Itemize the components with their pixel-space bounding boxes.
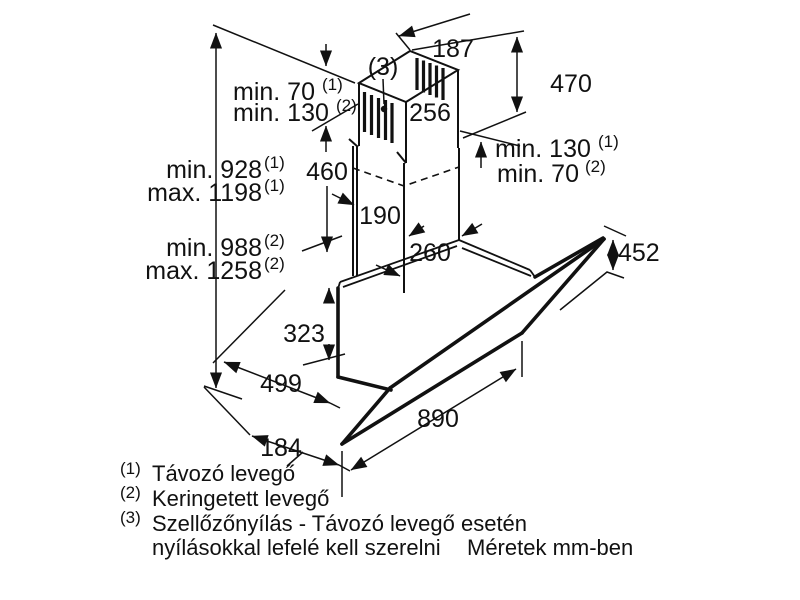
dim-499-witness — [212, 289, 286, 364]
dim-470-top-witness — [411, 30, 525, 51]
dim-187-label: 187 — [432, 35, 474, 63]
dim-890-line — [350, 368, 517, 471]
ceiling-gap-label-2: min. 130 — [233, 99, 329, 127]
dim-256-label: 256 — [409, 99, 451, 127]
ceiling-gap-label-1: min. 70 — [233, 78, 315, 106]
footnote-leader — [286, 451, 304, 467]
dim-452-label: 452 — [618, 239, 660, 267]
flue-top-witness — [311, 103, 359, 132]
dim-890-label: 890 — [417, 405, 459, 433]
dim-499-overrun — [329, 402, 341, 409]
vent-label-leader — [382, 78, 385, 105]
glass-panel — [340, 237, 606, 446]
dim-460-label: 460 — [306, 158, 348, 186]
dim-452-top-witness — [603, 225, 627, 237]
flue-lower-left-bevel — [348, 138, 359, 148]
flue-telescope-joint — [352, 166, 460, 187]
right-gap-label-1: min. 130 — [495, 135, 591, 163]
dim-499-line — [223, 361, 331, 404]
dim-184-overrun — [338, 464, 351, 472]
dim-187-line — [398, 13, 471, 38]
dim-190-leader-a — [331, 192, 355, 206]
ceiling-line — [212, 24, 356, 84]
dim-260-leader-a — [408, 222, 426, 237]
dim-184-line — [251, 435, 340, 466]
right-gap-label-2: min. 70 — [497, 160, 579, 188]
top-plate-front-edge-lower — [342, 245, 458, 288]
flue-lower-front-bevel — [396, 151, 407, 164]
right-gap-sup-1: (1) — [598, 132, 619, 151]
vent-label-dot — [380, 105, 388, 113]
dim-184-label: 184 — [260, 434, 302, 462]
body-left-bottom-edge — [336, 375, 393, 392]
total-height-sup-1: (1) — [264, 153, 285, 172]
hood-body — [336, 236, 606, 446]
dim-260-label: 260 — [409, 239, 451, 267]
total-height-sup-2: (1) — [264, 176, 285, 195]
top-plate-right-edge-lower — [461, 247, 532, 277]
footnote-1-marker: (1) — [120, 459, 141, 478]
total-height-label-4: max. 1258 — [145, 257, 262, 285]
total-height-label-2: max. 1198 — [147, 179, 262, 207]
body-right-bottom-edge — [533, 236, 605, 279]
total-height-sup-3: (2) — [264, 231, 285, 250]
vent-label: (3) — [368, 53, 399, 81]
footnote-2-marker: (2) — [120, 483, 141, 502]
right-gap-sup-2: (2) — [585, 157, 606, 176]
total-height-label-1: min. 928 — [166, 156, 262, 184]
footnotes: (1) Távozó levegő (2) Keringetett levegő… — [120, 459, 633, 560]
footnote-2-text: Keringetett levegő — [152, 486, 329, 511]
top-plate-front-edge — [339, 239, 460, 283]
dim-260-leader-b — [461, 222, 483, 237]
dim-323-label: 323 — [283, 320, 325, 348]
total-height-label-3: min. 988 — [166, 234, 262, 262]
dim-190-label: 190 — [359, 202, 401, 230]
dim-452-bottom-witness — [559, 271, 625, 311]
dim-184-left-witness — [203, 386, 251, 436]
ceiling-gap-sup-2: (2) — [336, 96, 357, 115]
units-note: Méretek mm-ben — [467, 535, 633, 560]
top-plate-right-edge — [458, 239, 531, 271]
dim-460-bottom-witness — [301, 235, 343, 252]
footnote-3-text: Szellőzőnyílás - Távozó levegő esetén — [152, 511, 527, 536]
vent-slats-right — [415, 58, 445, 100]
footnote-3-text-line2: nyílásokkal lefelé kell szerelni — [152, 535, 441, 560]
total-height-sup-4: (2) — [264, 254, 285, 273]
ceiling-gap-sup-1: (1) — [322, 75, 343, 94]
dimension-labels: 187 (3) 256 470 460 190 260 452 323 499 … — [260, 35, 660, 462]
clearance-labels: min. 70 (1) min. 130 (2) min. 130 (1) mi… — [145, 75, 619, 285]
dim-499-label: 499 — [260, 370, 302, 398]
footnote-3-marker: (3) — [120, 508, 141, 527]
dim-187-witness — [395, 32, 411, 51]
vent-slats-left — [362, 92, 394, 143]
right-gap-witness — [459, 130, 521, 147]
flue-duct — [348, 49, 461, 293]
footnote-1-text: Távozó levegő — [152, 461, 295, 486]
dim-470-label: 470 — [550, 70, 592, 98]
dimension-lines — [203, 13, 627, 497]
